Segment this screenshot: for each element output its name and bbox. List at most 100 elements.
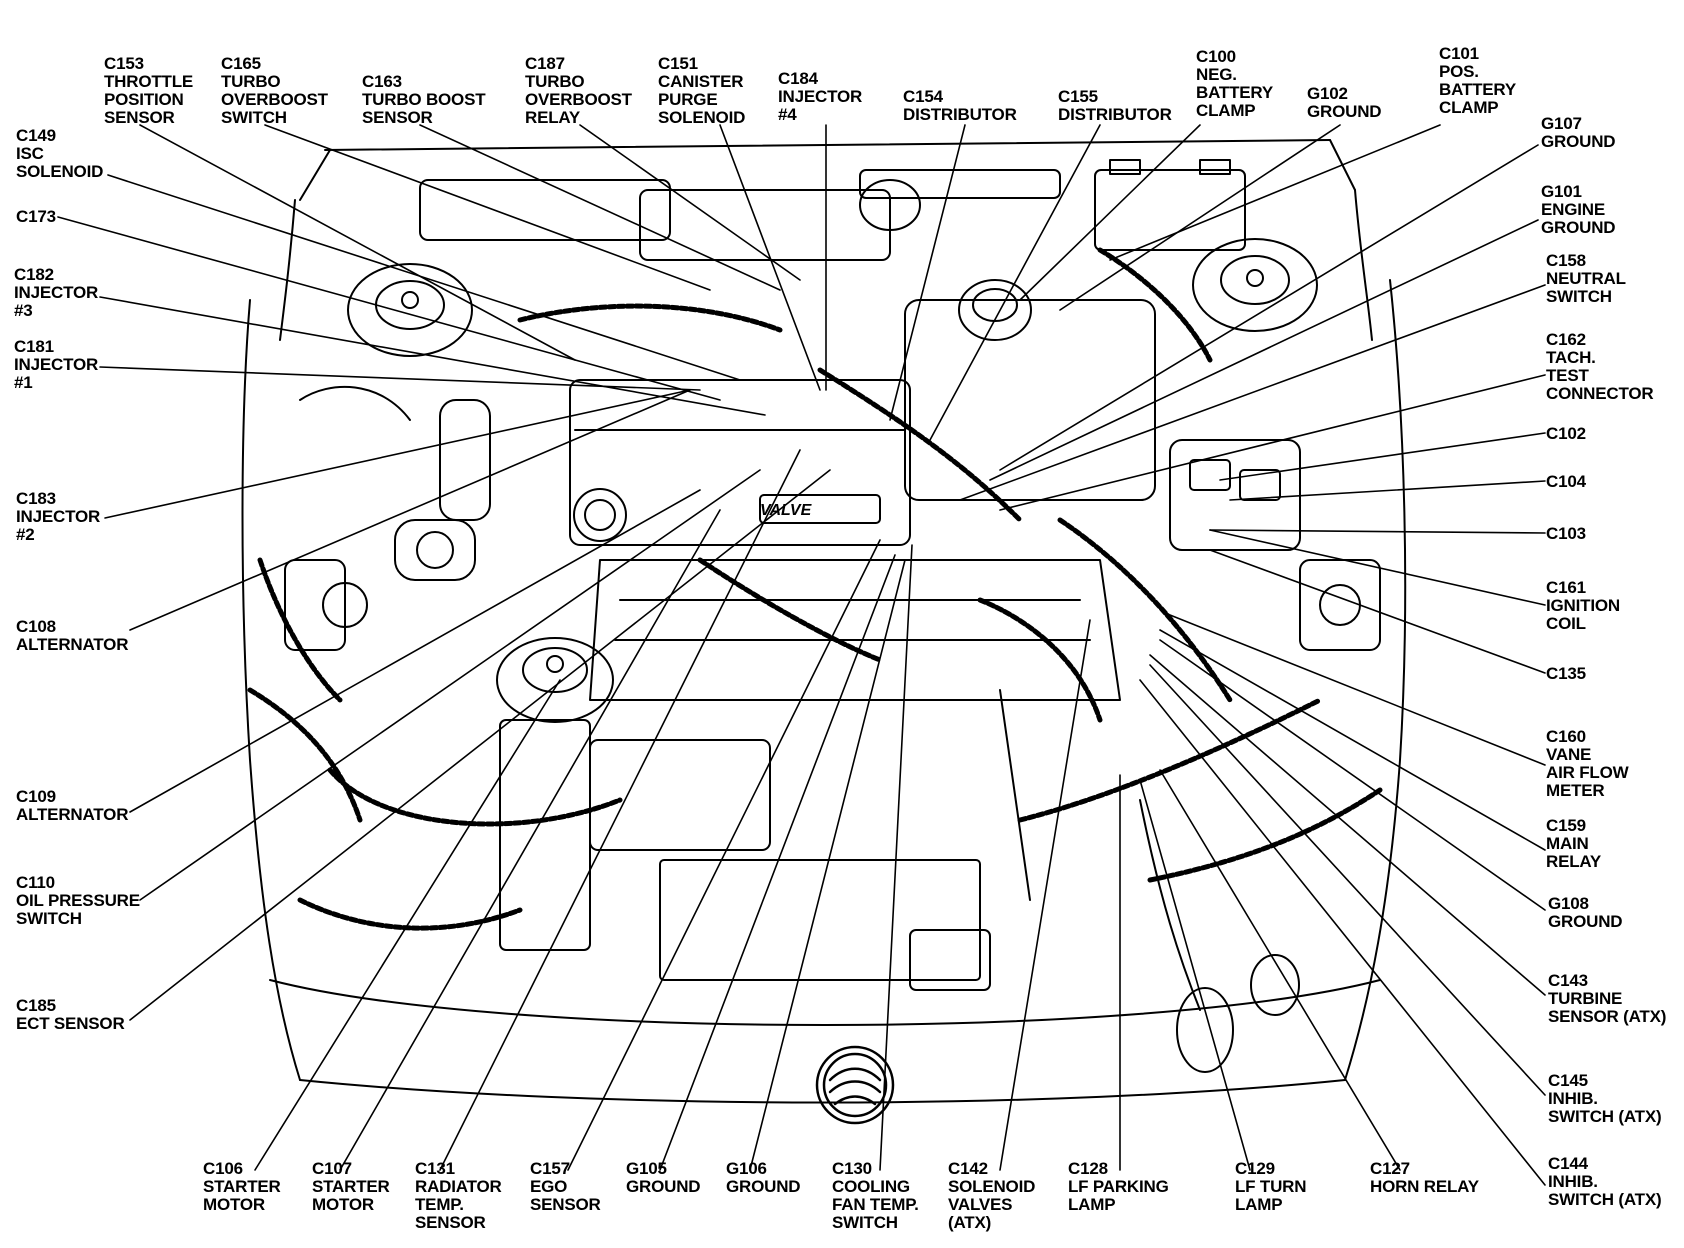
body-outline [241,139,1407,1104]
leader-c101 [1109,124,1441,261]
label-c130: C130 COOLING FAN TEMP. SWITCH [832,1159,919,1232]
label-c101: C101 POS. BATTERY CLAMP [1439,44,1516,117]
leader-g105 [659,554,896,1171]
leader-c165 [264,124,711,291]
label-c106: C106 STARTER MOTOR [203,1159,281,1214]
label-c157: C157 EGO SENSOR [530,1159,601,1214]
leader-c157 [567,539,881,1171]
left-accessory-bracket [284,385,411,651]
leader-c182 [99,296,766,416]
leader-c185 [129,469,831,1021]
label-g106: G106 GROUND [726,1159,801,1196]
label-c107: C107 STARTER MOTOR [312,1159,390,1214]
left-strut-tower [347,263,473,357]
leader-c109 [129,489,701,813]
label-c158: C158 NEUTRAL SWITCH [1546,251,1626,306]
leader-c131 [439,449,801,1171]
label-c187: C187 TURBO OVERBOOST RELAY [525,54,632,127]
label-c110: C110 OIL PRESSURE SWITCH [16,873,140,928]
transaxle [499,689,1300,1073]
leader-c104 [1229,480,1546,501]
label-c144: C144 INHIB. SWITCH (ATX) [1548,1154,1662,1209]
leader-g106 [749,559,906,1171]
leader-c151 [719,124,821,391]
leader-c173 [57,216,721,401]
leader-c154 [889,124,966,421]
label-g101: G101 ENGINE GROUND [1541,182,1616,237]
intake-plenum [419,169,1061,261]
label-c128: C128 LF PARKING LAMP [1068,1159,1169,1214]
label-c109: C109 ALTERNATOR [16,787,129,824]
leader-c159 [1159,629,1546,851]
label-c145: C145 INHIB. SWITCH (ATX) [1548,1071,1662,1126]
right-strut-tower [1192,238,1318,332]
alternator [394,399,491,581]
label-g107: G107 GROUND [1541,114,1616,151]
leader-c181 [99,366,701,391]
label-c163: C163 TURBO BOOST SENSOR [362,72,486,127]
label-c153: C153 THROTTLE POSITION SENSOR [104,54,194,127]
leader-c145 [1149,664,1546,1096]
leader-g107 [999,144,1539,471]
leader-c106 [254,679,561,1171]
label-c103: C103 [1546,524,1586,543]
label-c102: C102 [1546,424,1586,443]
label-c131: C131 RADIATOR TEMP. SENSOR [415,1159,502,1232]
label-c151: C151 CANISTER PURGE SOLENOID [658,54,746,127]
leader-g108 [1159,639,1546,911]
leader-c129 [1139,779,1251,1171]
leader-c162 [999,374,1546,511]
leader-c127 [1159,769,1401,1171]
battery [1094,159,1246,251]
radiator-cap [496,637,614,723]
label-c160: C160 VANE AIR FLOW METER [1546,727,1629,800]
leader-c144 [1139,679,1546,1186]
leader-c153 [139,124,576,361]
leader-c187 [579,124,801,281]
mercury-emblem-icon [815,1045,895,1125]
leader-c158 [959,284,1546,501]
label-g108: G108 GROUND [1548,894,1623,931]
leader-g101 [989,219,1539,481]
label-c161: C161 IGNITION COIL [1546,578,1620,633]
leader-c183 [104,389,691,519]
label-g105: G105 GROUND [626,1159,701,1196]
leader-c163 [419,124,781,291]
leader-c107 [339,509,721,1171]
leader-c155 [929,124,1101,441]
label-c183: C183 INJECTOR #2 [16,489,101,544]
leader-c149 [107,174,741,381]
engine-block [569,279,1156,701]
label-c184: C184 INJECTOR #4 [778,69,863,124]
label-c129: C129 LF TURN LAMP [1235,1159,1307,1214]
leader-c160 [1169,614,1546,766]
leader-c143 [1149,654,1546,996]
leader-g102 [1059,124,1341,311]
label-c162: C162 TACH. TEST CONNECTOR [1546,330,1654,403]
oil-filler-cap [573,488,627,542]
label-c182: C182 INJECTOR #3 [14,265,99,320]
label-c127: C127 HORN RELAY [1370,1159,1479,1196]
label-c165: C165 TURBO OVERBOOST SWITCH [221,54,328,127]
label-c143: C143 TURBINE SENSOR (ATX) [1548,971,1667,1026]
label-c159: C159 MAIN RELAY [1546,816,1602,871]
label-c154: C154 DISTRIBUTOR [903,87,1017,124]
leader-c135 [1209,549,1546,674]
label-c142: C142 SOLENOID VALVES (ATX) [948,1159,1036,1232]
leader-c110 [139,469,761,901]
leader-c130 [879,544,913,1171]
label-c155: C155 DISTRIBUTOR [1058,87,1172,124]
label-c135: C135 [1546,664,1586,683]
label-c149: C149 ISC SOLENOID [16,126,104,181]
label-c185: C185 ECT SENSOR [16,996,125,1033]
wiring-harness [247,247,1383,931]
leader-c108 [129,389,691,631]
leader-c161 [1209,529,1546,606]
label-c181: C181 INJECTOR #1 [14,337,99,392]
leader-c142 [999,619,1091,1171]
leader-c100 [1019,124,1201,301]
leader-c103 [1209,529,1546,534]
label-c104: C104 [1546,472,1586,491]
